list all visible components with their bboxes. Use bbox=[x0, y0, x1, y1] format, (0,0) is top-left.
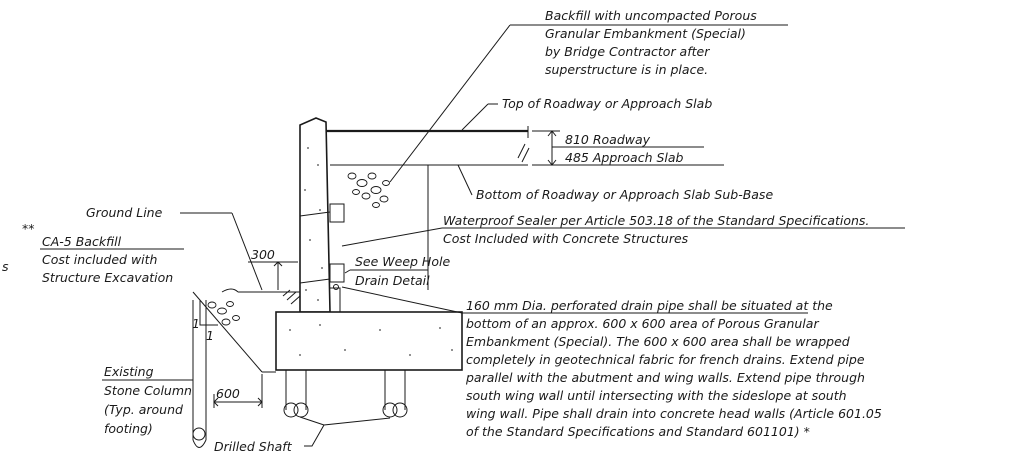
note-drain-line-5: parallel with the abutment and wing wall… bbox=[465, 370, 865, 385]
ground-and-excavation bbox=[192, 288, 301, 448]
note-top-of-roadway: Top of Roadway or Approach Slab bbox=[502, 96, 712, 111]
note-backfill-line-1: Backfill with uncompacted Porous bbox=[545, 8, 757, 23]
dim-600-label: 600 bbox=[216, 386, 240, 401]
abutment-footing bbox=[275, 311, 463, 371]
excavation-slope bbox=[192, 291, 263, 373]
note-drain-pipe: 160 mm Dia. perforated drain pipe shall … bbox=[465, 298, 882, 439]
note-existing-line-3: (Typ. around bbox=[104, 402, 183, 417]
dimension-300 bbox=[248, 261, 298, 290]
drain-pipe-symbol bbox=[333, 284, 339, 290]
dimension-600 bbox=[213, 374, 263, 408]
note-ground-line: Ground Line bbox=[86, 205, 163, 220]
drilled-shaft-left bbox=[285, 370, 307, 410]
note-existing-stone-column: Existing Stone Column (Typ. around footi… bbox=[104, 364, 192, 436]
note-ca5-line-1: CA-5 Backfill bbox=[42, 234, 122, 249]
dim-485-approach-slab: 485 Approach Slab bbox=[565, 150, 684, 165]
note-ca5-backfill: CA-5 Backfill Cost included with Structu… bbox=[42, 234, 173, 285]
note-waterproof-line-2: Cost Included with Concrete Structures bbox=[443, 231, 689, 246]
dim-810-roadway: 810 Roadway bbox=[565, 132, 651, 147]
leader-lines bbox=[40, 24, 905, 447]
slope-ratio-1-vertical: 1 bbox=[192, 316, 200, 331]
note-drain-line-1: 160 mm Dia. perforated drain pipe shall … bbox=[466, 298, 833, 313]
note-existing-line-2: Stone Column bbox=[104, 383, 192, 398]
edge-letter-s: s bbox=[2, 259, 9, 274]
drilled-shaft-right bbox=[384, 370, 406, 410]
note-drain-line-8: of the Standard Specifications and Stand… bbox=[466, 424, 810, 439]
drilled-shafts bbox=[283, 370, 408, 418]
note-bottom-of-roadway: Bottom of Roadway or Approach Slab Sub-B… bbox=[476, 187, 773, 202]
existing-stone-column bbox=[192, 300, 207, 440]
note-drain-line-4: completely in geotechnical fabric for fr… bbox=[466, 352, 865, 367]
note-double-star: ** bbox=[22, 221, 35, 236]
note-drilled-shaft: Drilled Shaft bbox=[214, 439, 293, 454]
abutment-structure bbox=[275, 117, 463, 371]
note-backfill-line-2: Granular Embankment (Special) bbox=[545, 26, 746, 41]
note-weep-line-1: See Weep Hole bbox=[355, 254, 450, 269]
sealer-block bbox=[329, 203, 345, 223]
note-backfill-line-4: superstructure is in place. bbox=[545, 62, 708, 77]
note-waterproof-sealer: Waterproof Sealer per Article 503.18 of … bbox=[443, 213, 869, 246]
note-ca5-line-2: Cost included with bbox=[42, 252, 158, 267]
slope-ratio-1-horizontal: 1 bbox=[206, 328, 214, 343]
dim-300-label: 300 bbox=[251, 247, 275, 262]
porous-granular-stones bbox=[347, 172, 390, 208]
note-drain-line-7: wing wall. Pipe shall drain into concret… bbox=[466, 406, 882, 421]
note-backfill-porous: Backfill with uncompacted Porous Granula… bbox=[545, 8, 757, 77]
note-ca5-line-3: Structure Excavation bbox=[42, 270, 173, 285]
note-waterproof-line-1: Waterproof Sealer per Article 503.18 of … bbox=[443, 213, 869, 228]
note-weep-hole: See Weep Hole Drain Detail bbox=[355, 254, 450, 288]
roadway-slab bbox=[326, 126, 724, 290]
weep-hole-block bbox=[329, 263, 345, 283]
note-drain-line-2: bottom of an approx. 600 x 600 area of P… bbox=[466, 316, 819, 331]
note-existing-line-4: footing) bbox=[104, 421, 153, 436]
concrete-speckle bbox=[289, 147, 453, 356]
note-drain-line-3: Embankment (Special). The 600 x 600 area… bbox=[466, 334, 850, 349]
note-drain-line-6: south wing wall until intersecting with … bbox=[466, 388, 847, 403]
note-existing-line-1: Existing bbox=[104, 364, 154, 379]
note-backfill-line-3: by Bridge Contractor after bbox=[545, 44, 710, 59]
note-weep-line-2: Drain Detail bbox=[355, 273, 430, 288]
